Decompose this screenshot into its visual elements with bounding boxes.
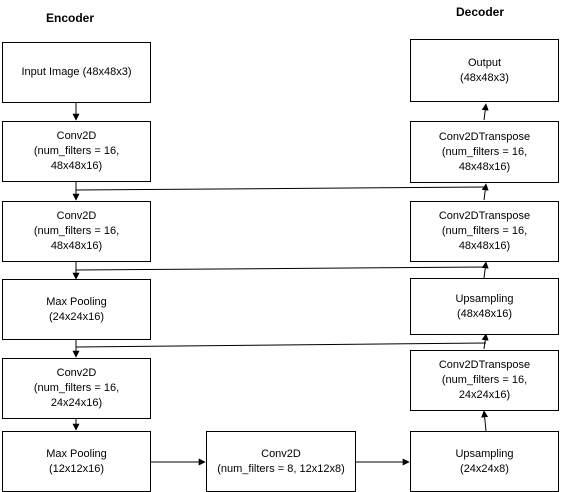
node-label-line: (num_filters = 8, 12x12x8) bbox=[217, 462, 345, 475]
node-label-line: Input Image (48x48x3) bbox=[21, 66, 132, 78]
edge-upsample2-to-convt3 bbox=[481, 410, 489, 432]
node-label-line: (12x12x16) bbox=[48, 462, 105, 475]
skip-pool1-to-convt3 bbox=[75, 342, 487, 348]
decoder-conv2dtranspose-2-node: Conv2DTranspose (num_filters = 16, 48x48x1… bbox=[410, 201, 559, 262]
node-label-line: Conv2D bbox=[56, 130, 97, 142]
node-label-line: 48x48x16) bbox=[458, 160, 511, 173]
node-label-line: Conv2DTranspose bbox=[438, 210, 531, 222]
node-label-line: (num_filters = 16, bbox=[33, 382, 120, 394]
input-image-node: Input Image (48x48x3) bbox=[2, 42, 151, 103]
node-label-line: Conv2DTranspose bbox=[438, 130, 531, 143]
node-label-line: 48x48x16) bbox=[458, 240, 511, 252]
node-label-line: (48x48x3) bbox=[460, 71, 509, 84]
decoder-upsampling-2-node: Upsampling (24x24x8) bbox=[410, 431, 559, 492]
node-label-line: Output bbox=[467, 56, 502, 69]
node-label-line: (num_filters = 16, bbox=[441, 225, 528, 237]
node-label-line: 24x24x16) bbox=[458, 389, 511, 401]
node-label-line: 48x48x16) bbox=[50, 240, 103, 252]
node-label-line: Conv2DTranspose bbox=[438, 359, 531, 371]
node-label-line: (24x24x8) bbox=[460, 462, 509, 475]
edge-convt2-to-convt1 bbox=[481, 183, 489, 201]
encoder-maxpool-1-node: Max Pooling (24x24x16) bbox=[2, 279, 151, 340]
node-label-line: (48x48x16) bbox=[456, 307, 513, 320]
node-label-line: Conv2D bbox=[261, 447, 301, 460]
encoder-title: Encoder bbox=[46, 11, 95, 25]
node-label-line: (num_filters = 16, bbox=[33, 145, 120, 157]
node-label-line: (num_filters = 16, bbox=[33, 225, 120, 237]
node-label-line: (num_filters = 16, bbox=[441, 145, 528, 158]
encoder-maxpool-2-node: Max Pooling (12x12x16) bbox=[2, 431, 151, 492]
node-label-line: (24x24x16) bbox=[48, 310, 105, 323]
node-label-line: Upsampling bbox=[455, 292, 514, 305]
encoder-conv2d-2-node: Conv2D (num_filters = 16, 48x48x16) bbox=[2, 201, 151, 262]
encoder-conv2d-3-node: Conv2D (num_filters = 16, 24x24x16) bbox=[2, 358, 151, 419]
node-label-line: Upsampling bbox=[455, 447, 514, 460]
edge-convt1-to-output bbox=[481, 103, 489, 121]
node-label-line: Conv2D bbox=[56, 367, 97, 379]
bottleneck-conv2d-node: Conv2D (num_filters = 8, 12x12x8) bbox=[206, 431, 356, 492]
decoder-upsampling-1-node: Upsampling (48x48x16) bbox=[410, 278, 559, 335]
node-label-line: Max Pooling bbox=[46, 295, 107, 308]
output-node: Output (48x48x3) bbox=[410, 39, 559, 102]
skip-conv1-to-convt2 bbox=[75, 186, 487, 191]
node-label-line: Max Pooling bbox=[46, 447, 107, 460]
edge-convt3-to-upsample1 bbox=[481, 333, 489, 350]
node-label-line: 48x48x16) bbox=[50, 160, 103, 172]
decoder-conv2dtranspose-3-node: Conv2DTranspose (num_filters = 16, 24x24x1… bbox=[410, 350, 559, 411]
node-label-line: 24x24x16) bbox=[50, 397, 103, 409]
node-label-line: Conv2D bbox=[56, 210, 97, 222]
encoder-conv2d-1-node: Conv2D (num_filters = 16, 48x48x16) bbox=[2, 121, 151, 182]
edge-upsample1-to-convt2 bbox=[481, 261, 489, 279]
decoder-title: Decoder bbox=[456, 5, 505, 19]
skip-conv2-to-upsample1 bbox=[75, 266, 487, 271]
decoder-conv2dtranspose-1-node: Conv2DTranspose (num_filters = 16, 48x48x1… bbox=[410, 121, 559, 183]
node-label-line: (num_filters = 16, bbox=[441, 374, 528, 386]
